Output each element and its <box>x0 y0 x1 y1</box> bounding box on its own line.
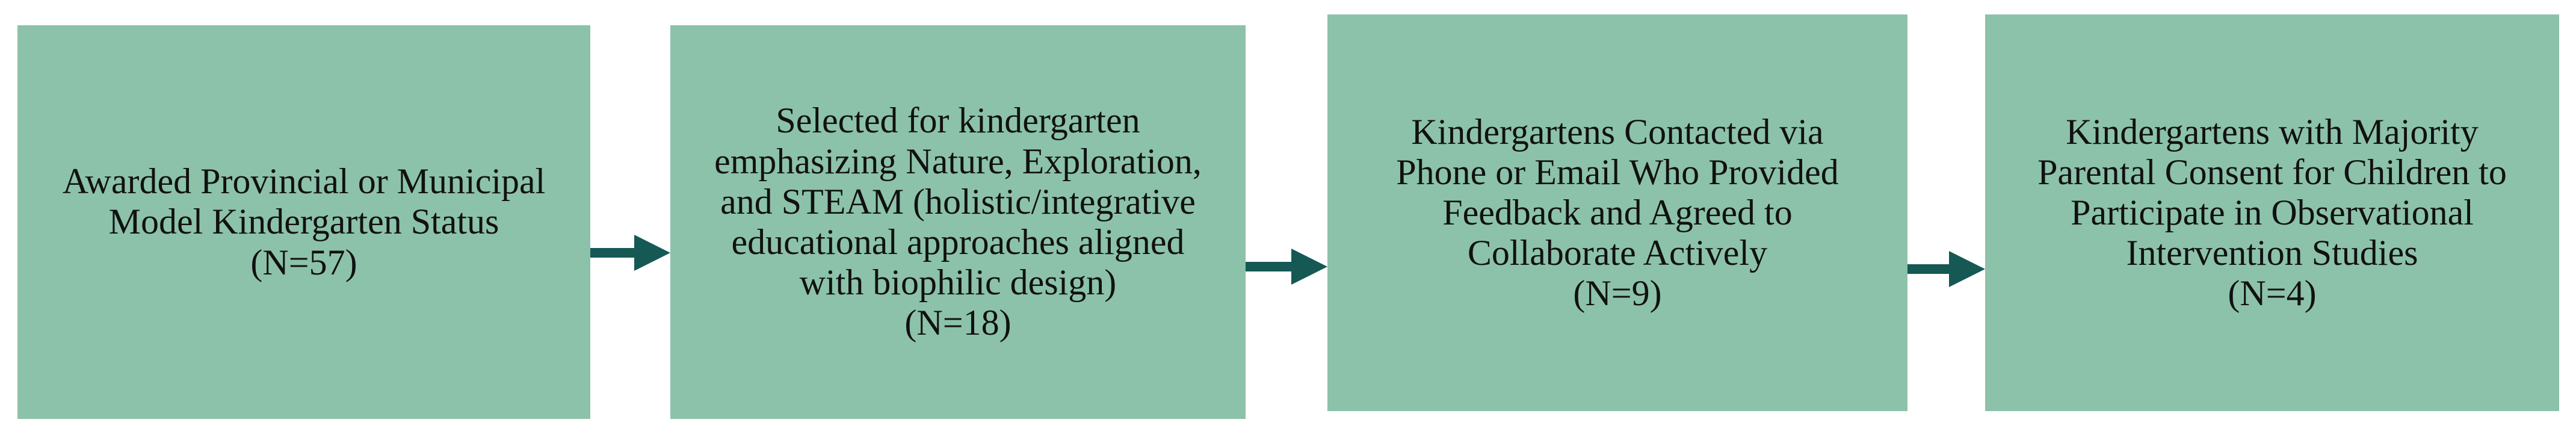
flow-step-2-box: Selected for kindergarten emphasizing Na… <box>670 25 1246 419</box>
arrow-shaft <box>1246 262 1296 271</box>
flow-step-3-text: Kindergartens Contacted via Phone or Ema… <box>1396 111 1839 314</box>
flow-step-4-text: Kindergartens with Majority Parental Con… <box>2037 111 2507 314</box>
arrow-head <box>634 235 670 271</box>
arrow-right-icon <box>1907 251 1985 287</box>
flow-step-2-text: Selected for kindergarten emphasizing Na… <box>714 101 1202 343</box>
arrow-right-icon <box>1246 249 1327 285</box>
arrow-head <box>1291 249 1327 285</box>
flow-step-1-box: Awarded Provincial or Municipal Model Ki… <box>17 25 590 419</box>
arrow-shaft <box>590 248 638 258</box>
arrow-shaft <box>1907 264 1953 274</box>
arrow-right-icon <box>590 235 670 271</box>
flow-step-3-box: Kindergartens Contacted via Phone or Ema… <box>1327 14 1907 411</box>
flow-step-1-text: Awarded Provincial or Municipal Model Ki… <box>62 161 546 282</box>
flow-step-4-box: Kindergartens with Majority Parental Con… <box>1985 14 2559 411</box>
arrow-head <box>1949 251 1985 287</box>
